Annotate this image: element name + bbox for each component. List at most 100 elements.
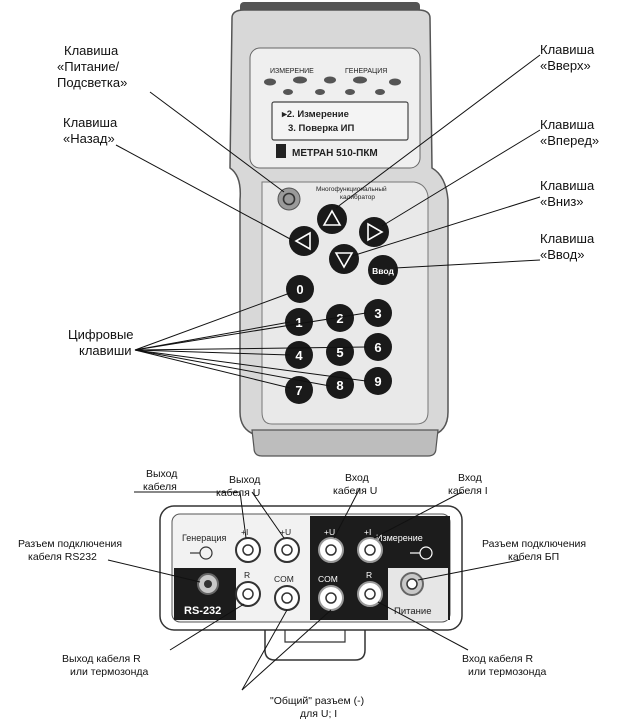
device-bottom-cap [251,429,439,457]
panel-indicator-leds [264,76,401,95]
digits-callout-1: Цифровые [68,327,134,342]
psu-conn-callout-1: Разъем подключения [482,538,586,550]
down-key-callout-2: «Вниз» [540,194,584,209]
socket-com-out [274,585,300,611]
plus-u-left-label: +U [280,527,291,537]
forward-key-callout-1: Клавиша [540,117,595,132]
socket-r-out [235,581,261,607]
common-callout-1: "Общий" разъем (-) [270,695,364,707]
generation-label: Генерация [182,533,226,543]
arrow-down-icon [334,252,354,269]
out-r-callout-2: или термозонда [70,666,149,678]
socket-plus-u-in [318,537,344,563]
device-subtitle-2: калибратор [340,193,375,201]
back-key[interactable] [289,226,319,256]
out-cable-callout-2: кабеля [143,481,177,493]
rs-conn-callout-2: кабеля RS232 [28,551,97,563]
rs232-label: RS-232 [184,605,221,617]
rs-conn-callout-1: Разъем подключения [18,538,122,550]
arrow-left-icon [294,231,311,251]
plus-u-right-label: +U [324,527,335,537]
down-key-callout-1: Клавиша [540,178,595,193]
back-key-callout-2: «Назад» [63,131,115,146]
com-right-label: COM [318,574,338,584]
digit-key-6[interactable]: 6 [364,333,392,361]
up-key[interactable] [317,204,347,234]
connector-panel-view: Генерация Измерение RS-232 Питание +I +U… [159,505,463,661]
brand-logo [276,144,286,158]
in-u-callout-2: кабеля U [333,485,377,497]
enter-key-label: Ввод [372,266,394,276]
svg-text:9: 9 [374,374,381,389]
power-key-callout-3: Подсветка» [57,75,127,90]
back-key-callout-1: Клавиша [63,115,118,130]
digit-key-3[interactable]: 3 [364,299,392,327]
panel-generate-label: ГЕНЕРАЦИЯ [345,68,387,75]
socket-com-in [318,585,344,611]
svg-text:1: 1 [295,315,302,330]
brand-name: МЕТРАН 510-ПКМ [292,148,378,159]
measurement-arrow-icon [410,546,433,560]
common-callout-2: для U; I [300,708,337,720]
forward-key-callout-2: «Вперед» [540,133,599,148]
power-key-callout-1: Клавиша [64,43,119,58]
nav-keys [289,204,389,274]
power-icon [282,192,296,206]
digit-key-5[interactable]: 5 [326,338,354,366]
in-r-callout-1: Вход кабеля R [462,653,533,665]
digit-key-0[interactable]: 0 [286,275,314,303]
svg-text:8: 8 [336,378,343,393]
plus-i-left-label: +I [241,527,248,537]
in-r-callout-2: или термозонда [468,666,547,678]
out-cable-callout-1: Выход [146,468,177,480]
enter-key-callout-1: Клавиша [540,231,595,246]
arrow-up-icon [322,209,342,226]
lcd-line-1: ▸2. Измерение [281,109,349,120]
socket-rs232 [197,573,219,595]
measurement-label: Измерение [376,533,423,543]
lcd-screen [271,101,409,141]
svg-text:3: 3 [374,306,381,321]
digits-callout-2: клавиши [79,343,132,358]
up-key-callout-1: Клавиша [540,42,595,57]
r-right-label: R [366,570,372,580]
lcd-line-2: 3. Поверка ИП [288,123,355,134]
socket-plus-u-out [274,537,300,563]
digit-key-2[interactable]: 2 [326,304,354,332]
digit-keys: 0 1 2 3 4 5 6 7 8 9 [285,275,392,404]
generation-arrow-icon [190,546,213,560]
device-front-view: ИЗМЕРЕНИЕ ГЕНЕРАЦИЯ ▸2. Измерение 3. Пов… [229,2,449,457]
svg-text:7: 7 [295,383,302,398]
digit-key-7[interactable]: 7 [285,376,313,404]
panel-stand-inner [284,628,346,643]
svg-text:6: 6 [374,340,381,355]
out-u-callout-2: кабеля U [216,487,260,499]
power-key[interactable] [277,187,301,211]
socket-psu [400,572,424,596]
digit-key-1[interactable]: 1 [285,308,313,336]
enter-key-callout-2: «Ввод» [540,247,584,262]
svg-text:5: 5 [336,345,343,360]
com-left-label: COM [274,574,294,584]
svg-text:2: 2 [336,311,343,326]
panel-measure-label: ИЗМЕРЕНИЕ [270,68,314,75]
in-u-callout-1: Вход [345,472,369,484]
bottom-leader-lines [107,487,521,691]
out-r-callout-1: Выход кабеля R [62,653,141,665]
top-leader-lines [115,54,541,389]
svg-text:4: 4 [295,348,303,363]
plus-i-right-label: +I [364,527,371,537]
arrow-right-icon [367,222,384,242]
r-left-label: R [244,570,250,580]
enter-key[interactable]: Ввод [368,255,398,285]
device-subtitle-1: Многофункциональный [316,185,387,193]
socket-plus-i-out [235,537,261,563]
in-i-callout-1: Вход [458,472,482,484]
psu-conn-callout-2: кабеля БП [508,551,559,563]
down-key[interactable] [329,244,359,274]
digit-key-9[interactable]: 9 [364,367,392,395]
power-label: Питание [394,606,432,617]
forward-key[interactable] [359,217,389,247]
digit-key-8[interactable]: 8 [326,371,354,399]
